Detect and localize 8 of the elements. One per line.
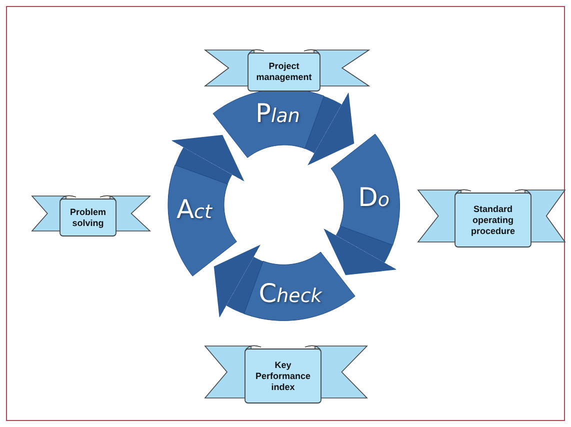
banner-text: Problem solving — [68, 206, 107, 230]
phase-label: Do — [358, 186, 390, 212]
phase-label: Check — [258, 282, 322, 308]
phase-label: Act — [176, 198, 212, 224]
banner-text: Key Performance index — [254, 358, 312, 394]
banner-text: Project management — [255, 60, 313, 84]
banner-text: Standard operating procedure — [470, 202, 516, 238]
phase-label: Plan — [255, 102, 300, 128]
